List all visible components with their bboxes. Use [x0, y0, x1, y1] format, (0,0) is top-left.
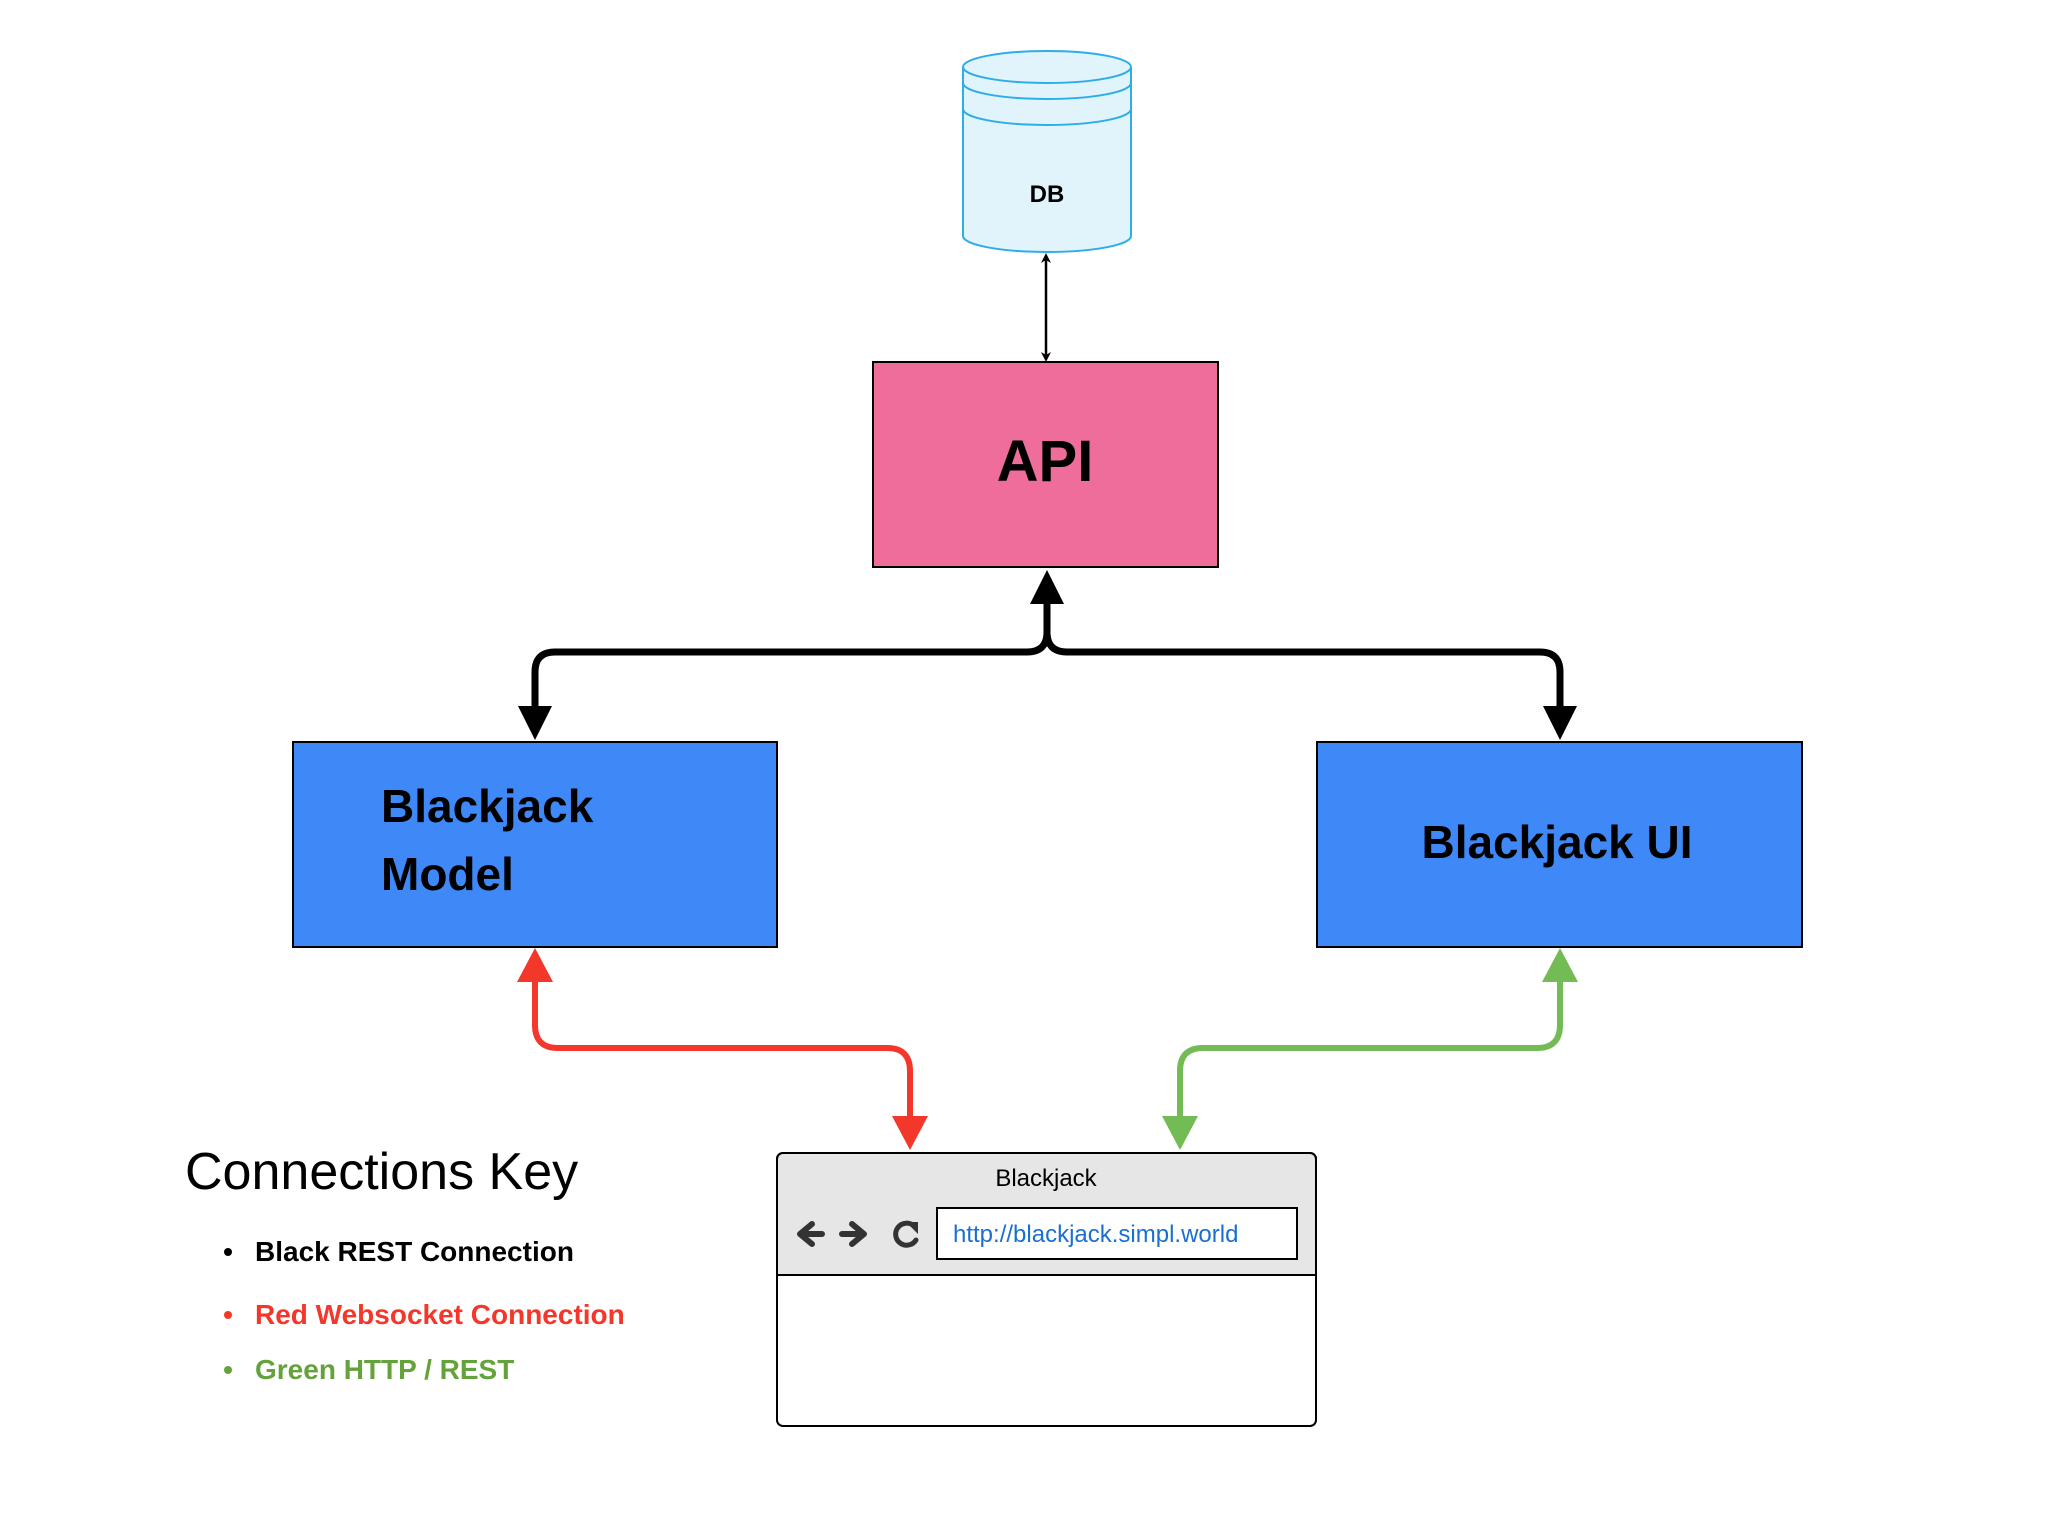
connections-key-list: Black REST Connection Red Websocket Conn…	[185, 1232, 625, 1390]
address-bar[interactable]	[936, 1207, 1298, 1260]
blackjack-model-label-line1: Blackjack	[381, 780, 594, 832]
key-item-black: Black REST Connection	[185, 1232, 625, 1272]
edge-ui-browser	[1162, 948, 1578, 1150]
connections-key-title: Connections Key	[185, 1143, 579, 1201]
arrow-left-icon[interactable]	[797, 1221, 825, 1247]
edge-model-browser-arrowhead-top	[517, 948, 553, 982]
key-item-green: Green HTTP / REST	[185, 1350, 625, 1390]
browser-title: Blackjack	[995, 1165, 1097, 1192]
api-label: API	[997, 429, 1094, 494]
key-item-label: Green HTTP / REST	[255, 1354, 515, 1385]
key-item-label: Red Websocket Connection	[255, 1299, 625, 1330]
key-item-label: Black REST Connection	[255, 1236, 574, 1267]
blackjack-model-label-line2: Model	[381, 848, 514, 900]
db-cylinder-top	[962, 50, 1132, 84]
api-node: API	[872, 361, 1219, 568]
edge-model-arrowhead	[518, 706, 552, 740]
blackjack-model-node: Blackjack Model	[292, 741, 778, 948]
edge-api-arrowhead	[1030, 570, 1064, 604]
bullet-icon	[224, 1311, 232, 1319]
arrow-right-icon[interactable]	[839, 1221, 867, 1247]
address-bar-url: http://blackjack.simpl.world	[953, 1221, 1238, 1248]
refresh-icon[interactable]	[893, 1220, 919, 1248]
db-cylinder-body	[962, 67, 1132, 253]
blackjack-ui-node: Blackjack UI	[1316, 741, 1803, 948]
edge-ui-browser-line	[1177, 976, 1563, 1124]
edge-api-branches	[531, 603, 1564, 712]
db-node: DB	[962, 50, 1132, 253]
browser-window: Blackjack http://blackjack.simpl.world	[776, 1152, 1317, 1427]
db-cylinder-ring-1	[962, 82, 1132, 100]
api-box	[872, 361, 1219, 568]
edge-model-browser-line	[532, 976, 913, 1124]
blackjack-ui-label: Blackjack UI	[1421, 816, 1692, 868]
key-item-red: Red Websocket Connection	[185, 1295, 625, 1335]
blackjack-ui-box	[1316, 741, 1803, 948]
db-label: DB	[1030, 181, 1065, 208]
blackjack-model-box	[292, 741, 778, 948]
edge-model-browser-arrowhead-bottom	[892, 1116, 928, 1150]
edge-model-browser	[517, 948, 928, 1150]
edge-api-ui	[1043, 603, 1564, 712]
bullet-icon	[224, 1248, 232, 1256]
edge-ui-browser-arrowhead-top	[1542, 948, 1578, 982]
edge-ui-arrowhead	[1543, 706, 1577, 740]
edge-ui-browser-arrowhead-bottom	[1162, 1116, 1198, 1150]
edge-api-model	[531, 603, 1051, 712]
db-cylinder-ring-2	[962, 108, 1132, 126]
bullet-icon	[224, 1366, 232, 1374]
